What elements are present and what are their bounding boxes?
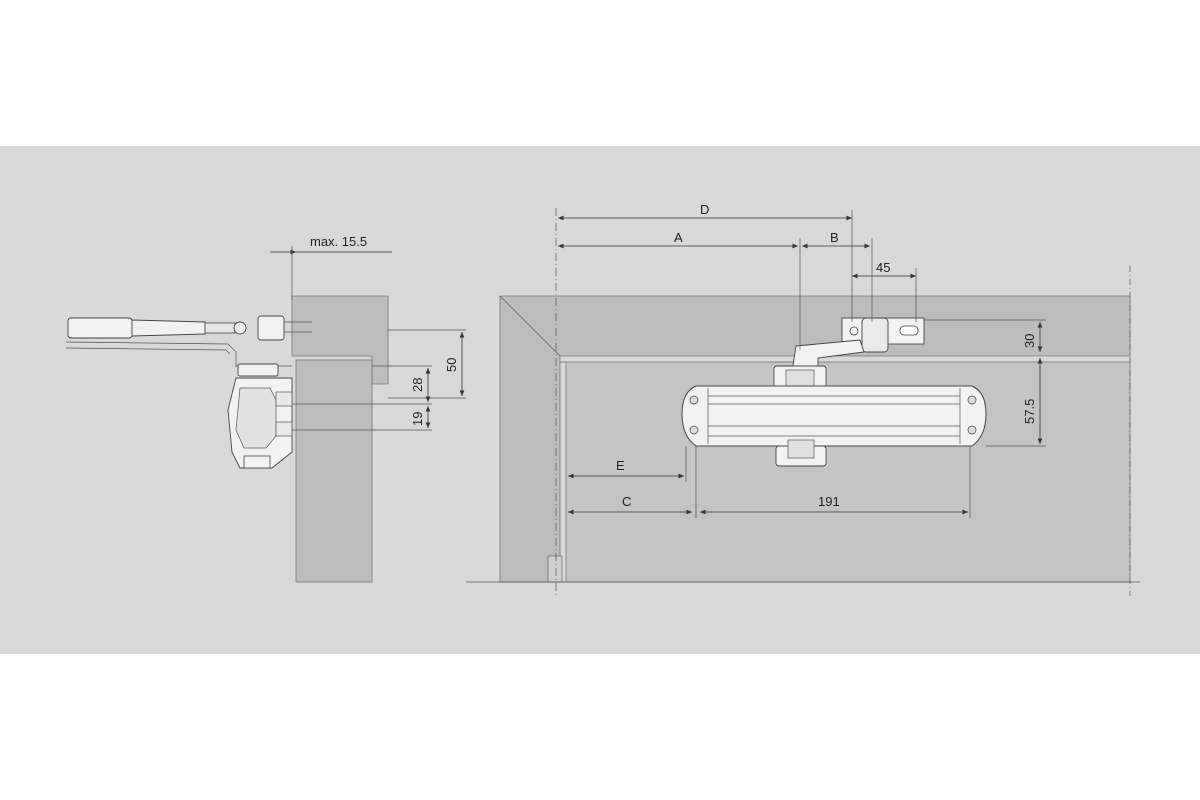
height-50-label: 50 <box>444 358 459 372</box>
closer-body-side <box>227 363 318 469</box>
height-19-label: 19 <box>410 412 425 426</box>
dim-c-label: C <box>622 494 631 509</box>
dim-57-5-label: 57.5 <box>1022 399 1037 424</box>
dim-b-label: B <box>830 230 839 245</box>
height-28-label: 28 <box>410 378 425 392</box>
dim-30-label: 30 <box>1022 334 1037 348</box>
dim-e-label: E <box>616 458 625 473</box>
side-view: max. 15.5 50 28 19 <box>65 234 466 583</box>
door-leaf-section <box>295 359 373 583</box>
arm-bracket <box>791 317 925 373</box>
dim-191-label: 191 <box>818 494 840 509</box>
max-offset-label: max. 15.5 <box>310 234 367 249</box>
dim-a-label: A <box>674 230 683 245</box>
closer-body <box>681 365 987 467</box>
arm-assembly <box>65 315 312 367</box>
front-view: D A B 45 30 57.5 E C 191 <box>466 202 1140 596</box>
dim-d-label: D <box>700 202 709 217</box>
dim-45-label: 45 <box>876 260 890 275</box>
